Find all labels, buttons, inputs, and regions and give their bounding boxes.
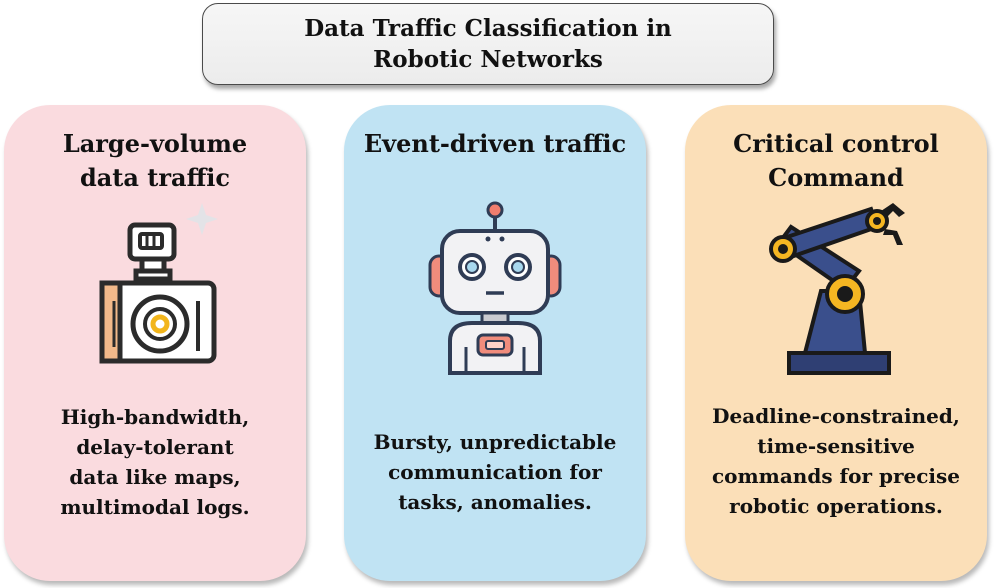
card-title: Large-volume data traffic xyxy=(62,129,248,192)
card-description: High-bandwidth, delay-tolerant data like… xyxy=(60,405,250,519)
robot-head-icon xyxy=(428,201,562,375)
card-description: Deadline-constrained, time-sensitive com… xyxy=(712,404,960,518)
card-event-driven-traffic: Event-driven traffic Bursty, unpredictab… xyxy=(344,105,646,581)
card-title: Event-driven traffic xyxy=(363,129,627,158)
card-critical-control: Critical control Command Deadline-constr… xyxy=(685,105,987,581)
diagram-title: Data Traffic Classification in Robotic N… xyxy=(304,15,672,73)
robotic-arm-icon xyxy=(769,203,905,375)
title-box: Data Traffic Classification in Robotic N… xyxy=(202,3,774,85)
card-description: Bursty, unpredictable communication for … xyxy=(373,430,617,514)
card-large-volume-traffic: Large-volume data traffic High-bandwidth… xyxy=(4,105,306,581)
camera-icon xyxy=(99,203,218,364)
card-title: Critical control Command xyxy=(733,129,939,192)
